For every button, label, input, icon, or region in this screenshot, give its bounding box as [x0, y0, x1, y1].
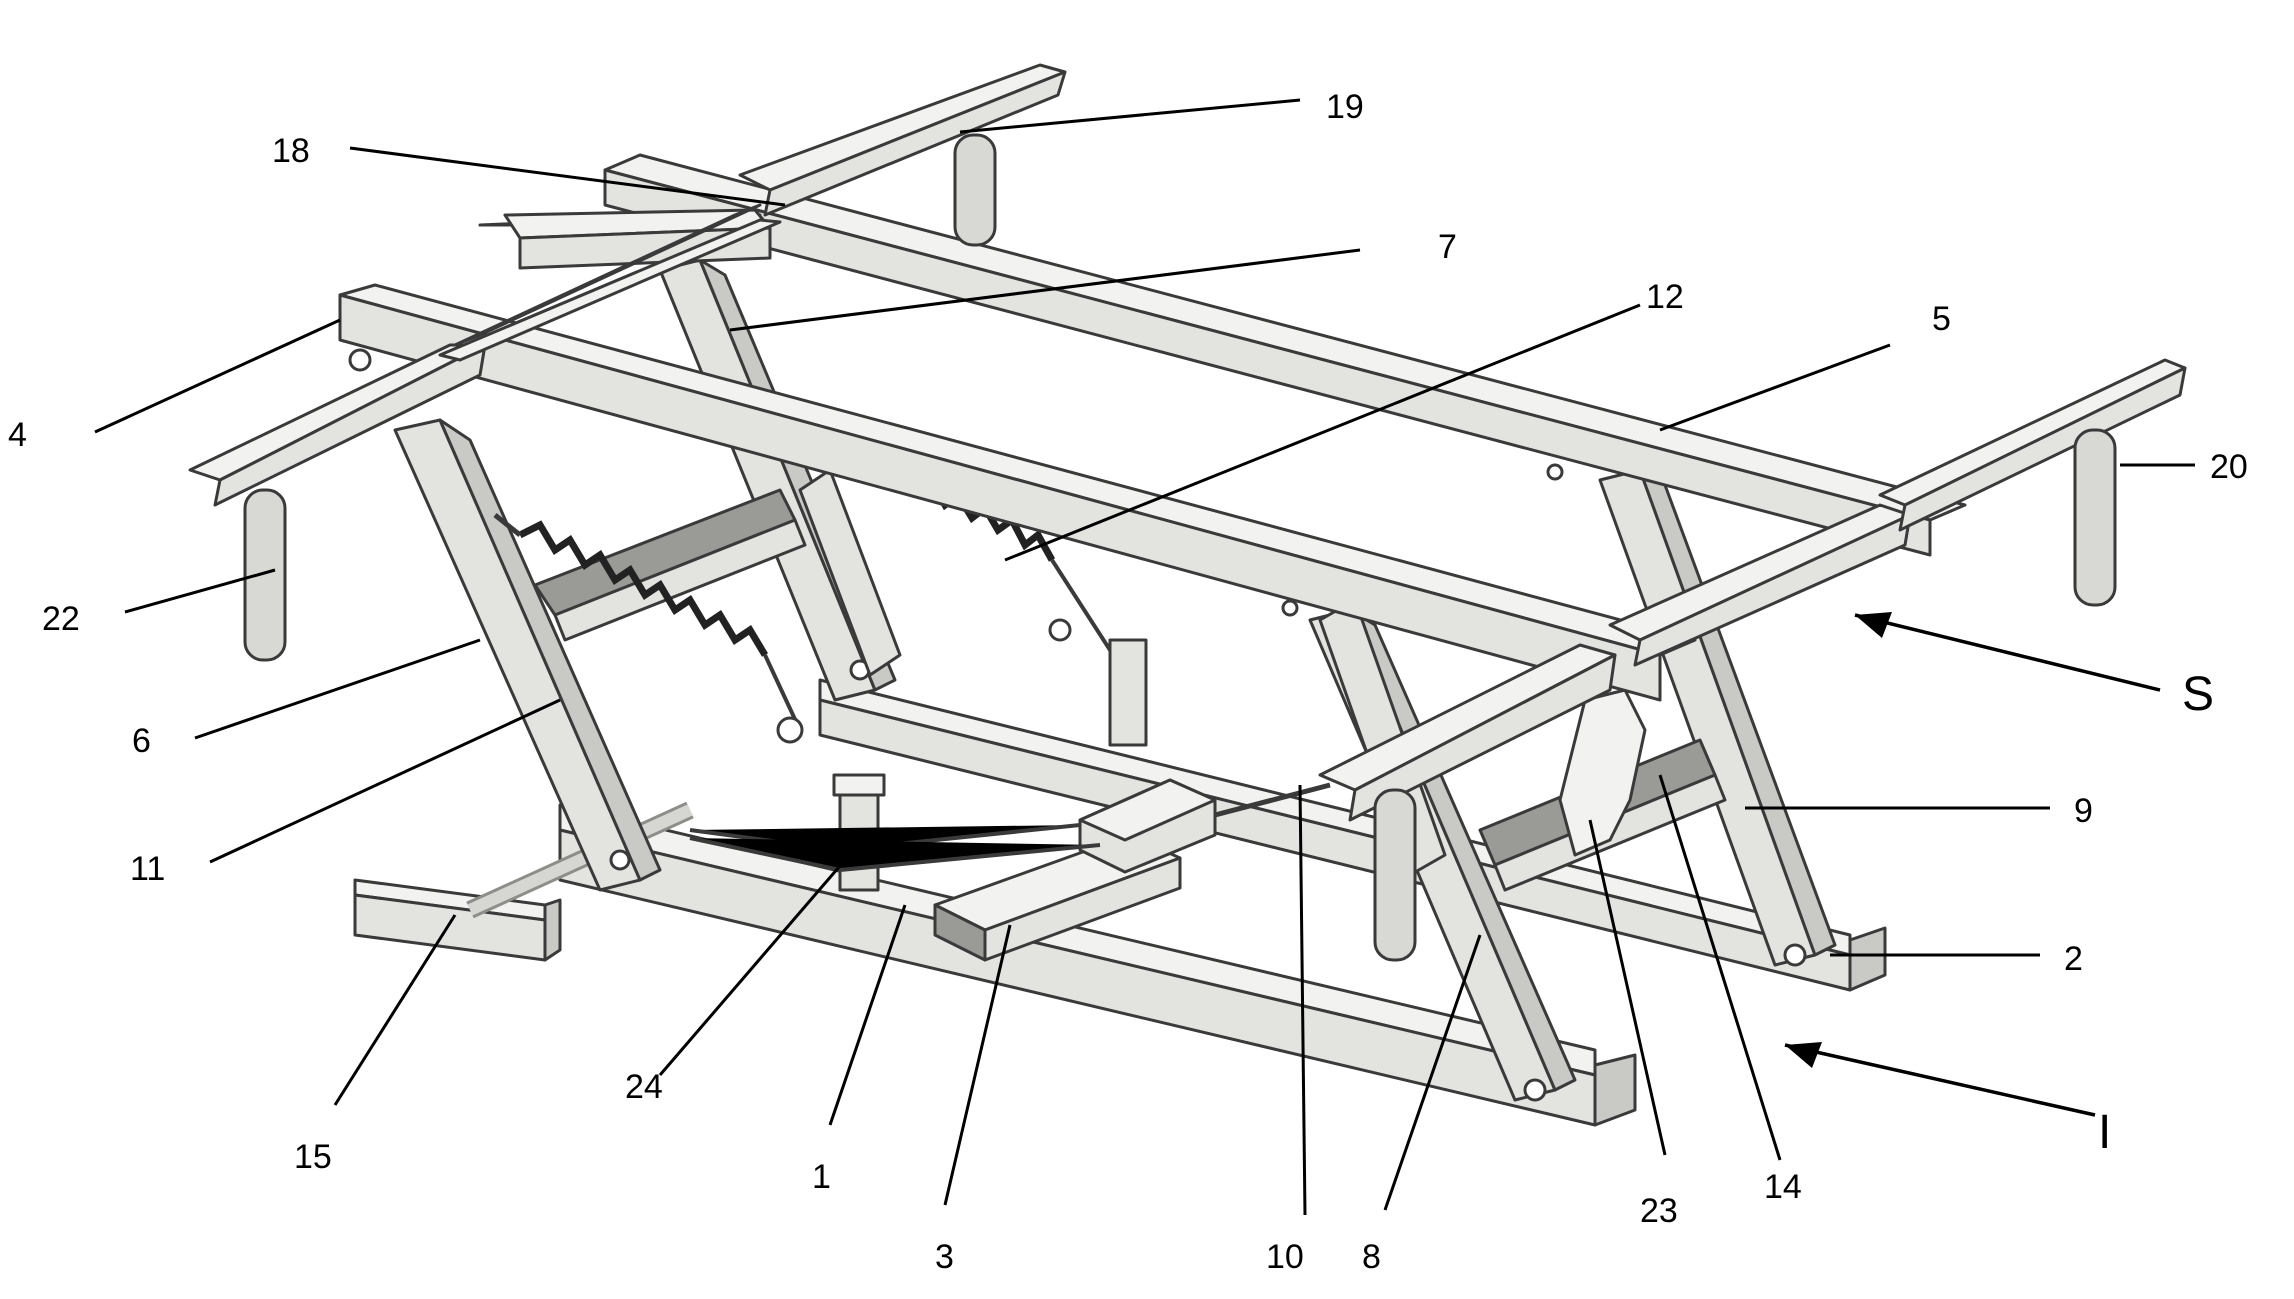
label-part-24: 24 [625, 1068, 663, 1106]
label-part-6: 6 [132, 722, 151, 760]
label-part-10: 10 [1266, 1238, 1304, 1276]
label-part-4: 4 [8, 416, 27, 454]
label-part-19: 19 [1326, 88, 1364, 126]
label-part-3: 3 [935, 1238, 954, 1276]
label-part-20: 20 [2210, 448, 2248, 486]
label-part-14: 14 [1764, 1168, 1802, 1206]
label-part-5: 5 [1932, 300, 1951, 338]
label-part-23: 23 [1640, 1192, 1678, 1230]
label-part-8: 8 [1362, 1238, 1381, 1276]
label-assembly-lower: I [2098, 1106, 2111, 1159]
label-part-15: 15 [294, 1138, 332, 1176]
label-part-2: 2 [2064, 940, 2083, 978]
label-part-22: 22 [42, 600, 80, 638]
label-part-7: 7 [1438, 228, 1457, 266]
label-part-18: 18 [272, 132, 310, 170]
label-part-9: 9 [2074, 792, 2093, 830]
label-part-1: 1 [812, 1158, 831, 1196]
label-part-12: 12 [1646, 278, 1684, 316]
label-assembly-upper: S [2182, 668, 2214, 721]
label-part-11: 11 [130, 850, 165, 888]
